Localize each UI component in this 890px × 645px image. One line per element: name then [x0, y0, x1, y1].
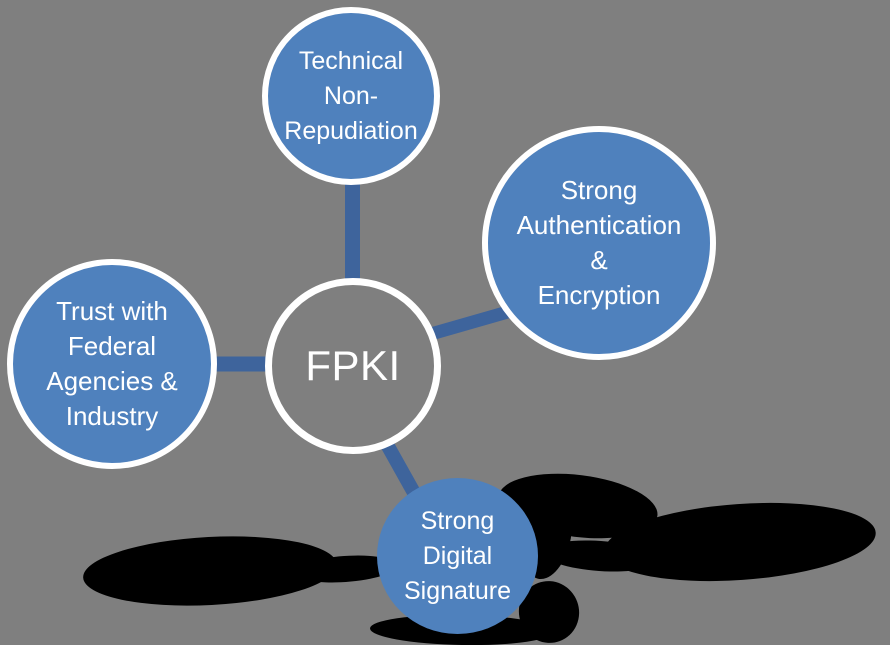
node-trust-with-federal-agencies-industry: Trust with Federal Agencies & Industry: [7, 259, 217, 469]
node-label-line: Strong: [560, 175, 638, 205]
node-label-line: Federal: [67, 331, 157, 361]
node-label: Strong Digital Signature: [404, 504, 511, 609]
node-strong-digital-signature: Strong Digital Signature: [377, 478, 538, 634]
shadow-blob-right-neck: [542, 540, 658, 572]
node-label: Technical Non- Repudiation: [284, 44, 417, 149]
node-label-line: Agencies &: [46, 366, 178, 396]
node-label-line: Technical: [298, 46, 404, 75]
shadow-blob-left-tail: [293, 555, 397, 583]
node-label: Strong Authentication & Encryption: [517, 173, 682, 313]
node-label-line: Industry: [65, 401, 159, 431]
node-label-line: Authentication: [516, 210, 682, 240]
node-label-line: &: [590, 245, 608, 275]
shadow-blob-right: [604, 502, 876, 582]
node-label-line: Digital: [422, 541, 493, 570]
hub-label: FPKI: [305, 342, 401, 389]
node-technical-non-repudiation: Technical Non- Repudiation: [262, 7, 440, 185]
node-label-line: Repudiation: [284, 116, 418, 145]
node-strong-authentication-encryption: Strong Authentication & Encryption: [482, 126, 716, 360]
node-label-line: Trust with: [56, 296, 168, 326]
node-label: Trust with Federal Agencies & Industry: [46, 294, 178, 434]
node-label-line: Encryption: [537, 280, 661, 310]
node-label-line: Non-: [323, 81, 379, 110]
shadow-blob-left: [83, 536, 337, 606]
node-label-line: Signature: [403, 576, 512, 605]
hub-fpki: FPKI: [265, 278, 441, 454]
node-label-line: Strong: [420, 506, 495, 535]
